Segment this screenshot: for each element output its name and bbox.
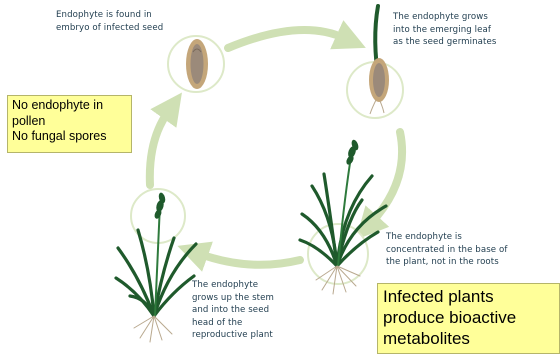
caption-plant-base: The endophyte is concentrated in the bas… xyxy=(386,231,508,269)
seed-illustration xyxy=(186,39,208,89)
note-bioactive-metabolites: Infected plants produce bioactive metabo… xyxy=(377,283,560,354)
cycle-arrow-stem-to-seed xyxy=(150,112,168,185)
cycle-arrow-germination-to-base xyxy=(372,132,402,222)
caption-stem: The endophyte grows up the stem and into… xyxy=(192,279,274,342)
note-no-endophyte-in-pollen: No endophyte in pollen No fungal spores xyxy=(7,95,132,153)
caption-seed: Endophyte is found in embryo of infected… xyxy=(56,9,163,34)
cycle-arrow-base-to-stem xyxy=(200,254,300,265)
caption-germination: The endophyte grows into the emerging le… xyxy=(393,11,496,49)
cycle-arrow-seed-to-germination xyxy=(228,30,344,48)
